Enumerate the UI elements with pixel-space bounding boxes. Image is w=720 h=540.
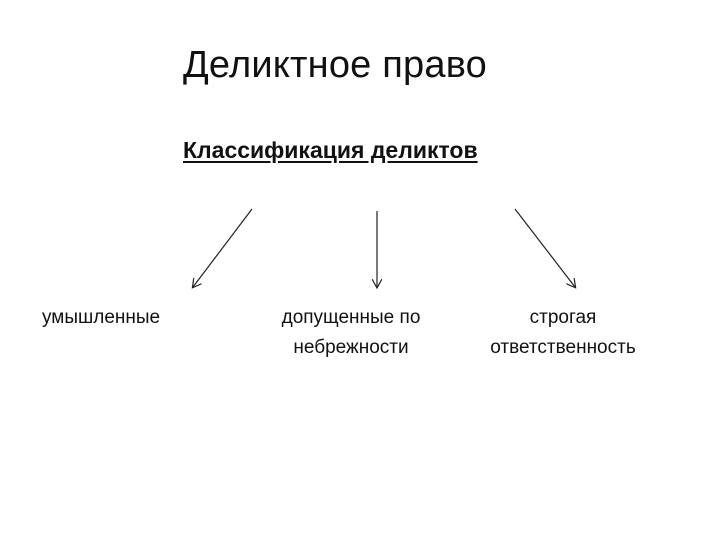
- category-negligent: допущенные по небрежности: [266, 303, 436, 363]
- classification-heading: Классификация деликтов: [183, 137, 478, 163]
- category-strict-liability: строгая ответственность: [478, 303, 648, 363]
- category-negligent-line-2: небрежности: [293, 337, 409, 358]
- arrow-right: [514, 208, 575, 287]
- category-intentional: умышленные: [42, 303, 160, 333]
- arrow-left: [193, 208, 253, 287]
- page-title: Деликтное право: [183, 44, 488, 86]
- category-strict-line-2: ответственность: [490, 337, 636, 358]
- category-intentional-label: умышленные: [42, 307, 161, 328]
- category-strict-line-1: строгая: [529, 307, 597, 328]
- category-negligent-line-1: допущенные по: [281, 307, 421, 328]
